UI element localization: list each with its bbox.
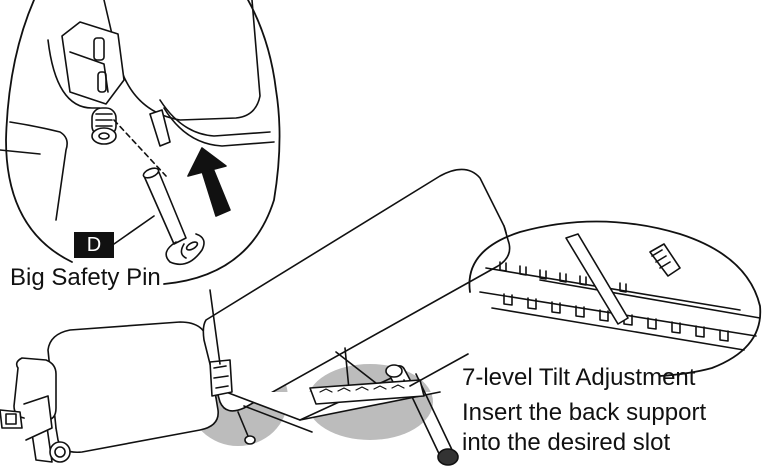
small-pin xyxy=(237,411,249,437)
arrow-up-icon xyxy=(200,165,231,217)
part-label-d: D xyxy=(74,232,114,258)
leader-pin xyxy=(209,289,221,365)
support-rod xyxy=(565,233,629,325)
instruction-line-1: Insert the back support xyxy=(462,399,707,426)
pin-detail-circle xyxy=(0,0,281,285)
big-safety-pin-label: Big Safety Pin xyxy=(10,264,161,291)
tilt-adjustment-label: 7-level Tilt Adjustment xyxy=(462,364,696,391)
bench xyxy=(0,168,511,466)
slot-detail-circle xyxy=(468,220,762,377)
knob xyxy=(91,107,117,145)
bracket xyxy=(61,21,125,105)
big-safety-pin xyxy=(142,167,205,266)
leader-slot xyxy=(409,353,469,387)
instruction-line-2: into the desired slot xyxy=(462,429,671,456)
